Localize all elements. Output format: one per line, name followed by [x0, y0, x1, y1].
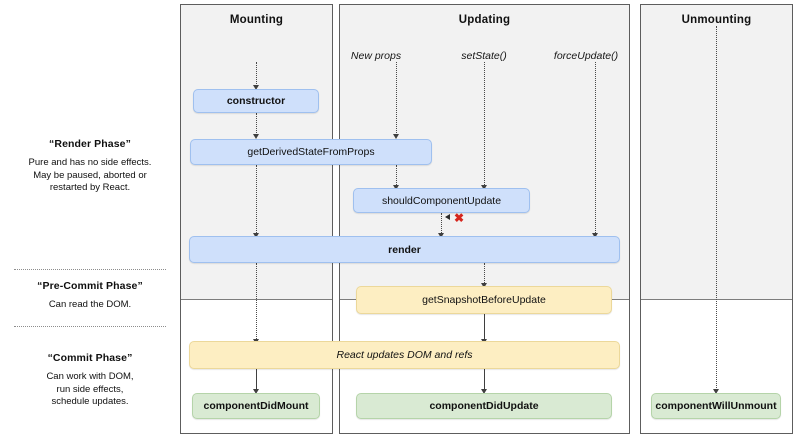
column-header-updating: Updating — [458, 14, 511, 26]
phase-description-pre-commit: Can read the DOM. — [48, 299, 132, 310]
connector-unmounting-spine — [716, 26, 717, 392]
phase-description-commit: Can work with DOM, run side effects, sch… — [46, 371, 134, 408]
arrowhead-gdsfp-update — [393, 134, 399, 139]
node-render[interactable]: render — [189, 236, 620, 263]
arrowhead-gdsfp-mount — [253, 134, 259, 139]
phase-description-render: Pure and has no side effects. May be pau… — [28, 157, 152, 194]
phase-title-pre-commit: “Pre-Commit Phase” — [37, 280, 143, 292]
connector-gdsfp-to-scu — [396, 165, 397, 187]
node-get-snapshot-before-update[interactable]: getSnapshotBeforeUpdate — [356, 286, 612, 314]
arrowhead-component-did-mount — [253, 389, 259, 394]
trigger-new-props: New props — [350, 50, 402, 62]
arrowhead-render-from-force-update — [592, 233, 598, 238]
arrowhead-component-did-update — [481, 389, 487, 394]
node-react-updates-dom-and-refs[interactable]: React updates DOM and refs — [189, 341, 620, 369]
node-component-did-mount[interactable]: componentDidMount — [192, 393, 320, 419]
phase-legend-pre-commit: “Pre-Commit Phase” Can read the DOM. — [8, 280, 172, 312]
arrowhead-constructor — [253, 85, 259, 90]
arrowhead-scu-from-set-state — [481, 185, 487, 190]
phase-title-commit: “Commit Phase” — [47, 352, 133, 364]
connector-scu-to-render — [441, 213, 442, 235]
arrowhead-component-will-unmount — [713, 389, 719, 394]
node-component-did-update[interactable]: componentDidUpdate — [356, 393, 612, 419]
connector-constructor-to-gdsfp — [256, 113, 257, 135]
phase-separator-upper — [14, 269, 166, 270]
connector-force-update-to-render — [595, 62, 596, 235]
arrowhead-scu-from-gdsfp — [393, 185, 399, 190]
phase-legend-render: “Render Phase” Pure and has no side effe… — [8, 138, 172, 195]
connector-render-to-snapshot — [484, 263, 485, 285]
node-should-component-update[interactable]: shouldComponentUpdate — [353, 188, 530, 213]
connector-render-to-dom-mount — [256, 263, 257, 341]
trigger-force-update: forceUpdate() — [553, 50, 619, 62]
phase-title-render: “Render Phase” — [49, 138, 131, 150]
trigger-set-state: setState() — [461, 50, 507, 62]
node-component-will-unmount[interactable]: componentWillUnmount — [651, 393, 781, 419]
arrowhead-snapshot — [481, 283, 487, 288]
arrowhead-render-from-scu — [438, 233, 444, 238]
phase-legend-commit: “Commit Phase” Can work with DOM, run si… — [8, 352, 172, 409]
connector-gdsfp-to-render-mount — [256, 165, 257, 235]
column-header-mounting: Mounting — [229, 14, 284, 26]
column-header-unmounting: Unmounting — [681, 14, 752, 26]
red-x-icon: ✖ — [454, 211, 465, 225]
arrowhead-render-mount — [253, 233, 259, 238]
phase-separator-lower — [14, 326, 166, 327]
connector-dom-to-did-mount — [256, 369, 257, 391]
connector-snapshot-to-dom — [484, 314, 485, 341]
node-constructor[interactable]: constructor — [193, 89, 319, 113]
connector-set-state-to-scu — [484, 62, 485, 187]
connector-new-props-to-gdsfp — [396, 62, 397, 135]
arrowhead-scu-false — [445, 214, 450, 220]
connector-dom-to-did-update — [484, 369, 485, 391]
node-get-derived-state-from-props[interactable]: getDerivedStateFromProps — [190, 139, 432, 165]
connector-mounting-to-constructor — [256, 62, 257, 86]
